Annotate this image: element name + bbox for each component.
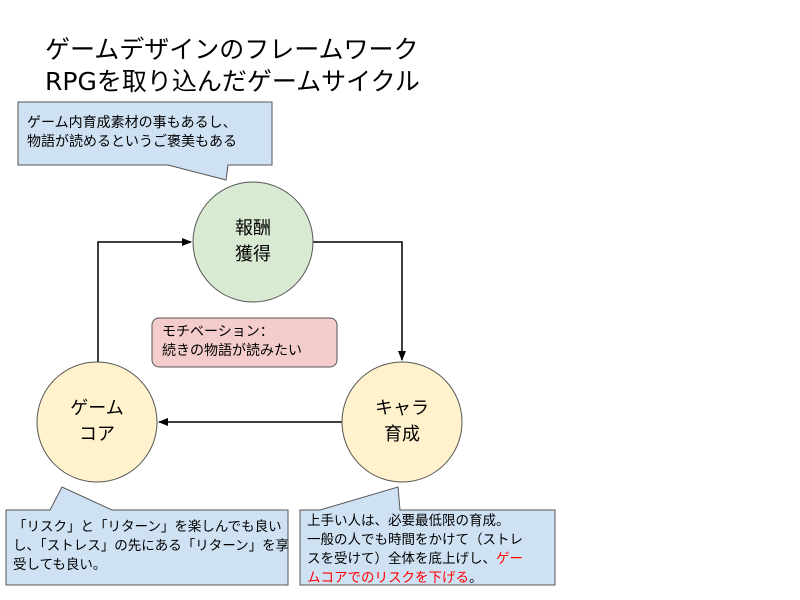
text-line: 受しても良い。 [13, 557, 107, 573]
title-line1: ゲームデザインのフレームワーク [45, 35, 419, 64]
node-reward: 報酬 獲得 [193, 182, 313, 302]
motivation-box [151, 317, 338, 368]
node-core-circle [36, 361, 158, 483]
text-line: モチベーション： [162, 324, 274, 340]
node-label: コア [79, 424, 115, 445]
node-core: ゲーム コア [37, 362, 157, 482]
node-reward-circle [192, 181, 314, 303]
text-line: 続きの物語が読みたい [162, 343, 302, 359]
highlight-text: ゲー [496, 551, 523, 567]
arrow-core-to-reward [97, 238, 192, 362]
text-line: 物語が読めるというご褒美もある [27, 134, 237, 150]
callout-core-shape [5, 486, 289, 586]
node-label: ゲーム [70, 398, 124, 419]
node-label: 育成 [384, 424, 420, 445]
text-line: ゲーム内育成素材の事もあるし、 [27, 115, 237, 131]
text-span: スを受けて）全体を底上げし、 [307, 551, 496, 567]
motivation-text: モチベーション： 続きの物語が読みたい [162, 323, 302, 361]
node-label: 報酬 [235, 218, 271, 239]
text-line: ムコアでのリスクを下げる。 [307, 569, 523, 588]
callout-reward-text: ゲーム内育成素材の事もあるし、 物語が読めるというご褒美もある [27, 114, 237, 152]
callout-core-text: 「リスク」と「リターン」を楽しんでも良い し、「ストレス」の先にある「リターン」… [13, 518, 289, 575]
text-span: 。 [469, 570, 483, 586]
text-line: 上手い人は、必要最低限の育成。 [307, 513, 510, 529]
callout-growth-text: 上手い人は、必要最低限の育成。 一般の人でも時間をかけて（ストレ スを受けて）全… [307, 512, 523, 588]
text-line: 「リスク」と「リターン」を楽しんでも良い [13, 519, 282, 535]
highlight-text: ムコアでのリスクを下げる [307, 570, 469, 586]
text-line: 一般の人でも時間をかけて（ストレ [307, 532, 523, 548]
callout-growth-shape [299, 486, 556, 586]
text-line: し、「ストレス」の先にある「リターン」を享 [13, 538, 290, 554]
node-growth-circle [341, 361, 463, 483]
node-label: キャラ [375, 398, 429, 419]
arrow-reward-to-growth [313, 241, 406, 361]
text-line: スを受けて）全体を底上げし、ゲー [307, 550, 523, 569]
node-label: 獲得 [235, 244, 271, 265]
callout-reward-shape [17, 101, 273, 181]
node-growth: キャラ 育成 [342, 362, 462, 482]
title-line2: RPGを取り込んだゲームサイクル [45, 67, 420, 96]
